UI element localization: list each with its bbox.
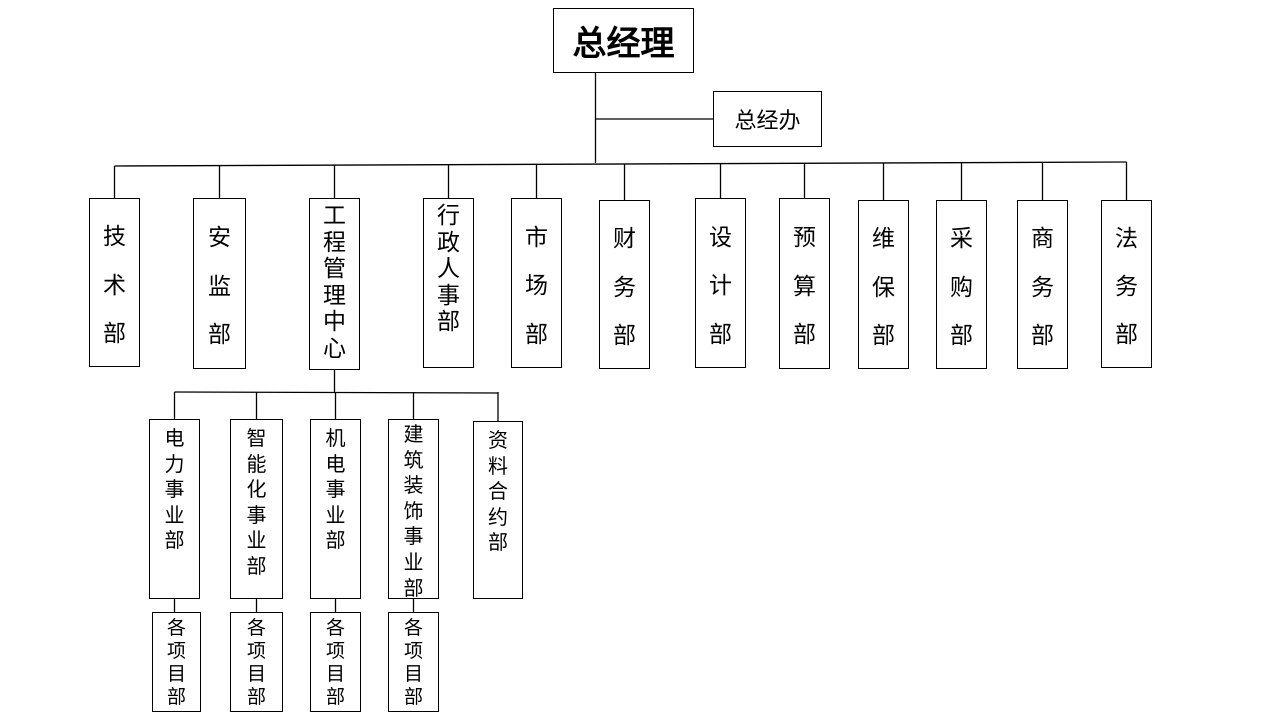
unit-box-power-label: 电力事业部: [164, 426, 185, 552]
department-box-market: 市场部: [511, 198, 562, 368]
department-box-purchasing-label: 采购部: [950, 226, 973, 349]
department-box-admin-hr-label: 行政人事部: [437, 203, 460, 335]
connector-department-bus: [114, 161, 1127, 167]
department-box-market-label: 市场部: [525, 224, 548, 348]
project-box-power-label: 各项目部: [166, 617, 186, 708]
department-box-legal: 法务部: [1101, 200, 1152, 368]
department-box-finance: 财务部: [599, 200, 650, 369]
root-box-general-manager-label: 总经理: [572, 24, 675, 64]
unit-box-electromechanical: 机电事业部: [310, 419, 361, 599]
department-box-maintenance: 维保部: [858, 200, 909, 369]
unit-box-decoration: 建筑装饰事业部: [388, 419, 439, 600]
department-box-finance-label: 财务部: [613, 226, 636, 349]
unit-box-intelligent-label: 智能化事业部: [246, 426, 267, 578]
office-box-gm-office-label: 总经办: [734, 109, 801, 134]
department-box-engineering-label: 工程管理中心: [323, 203, 346, 362]
department-box-tech: 技术部: [89, 198, 140, 367]
department-box-maintenance-label: 维保部: [872, 226, 895, 349]
unit-box-electromechanical-label: 机电事业部: [325, 426, 346, 552]
department-box-purchasing: 采购部: [936, 200, 987, 369]
unit-box-documents-label: 资料合约部: [488, 428, 508, 554]
project-box-power: 各项目部: [152, 612, 201, 712]
department-box-business: 商务部: [1017, 200, 1068, 369]
unit-box-power: 电力事业部: [149, 419, 200, 599]
office-box-gm-office: 总经办: [713, 91, 822, 147]
project-box-electromechanical: 各项目部: [310, 612, 361, 712]
department-box-tech-label: 技术部: [103, 224, 126, 347]
unit-box-intelligent: 智能化事业部: [230, 419, 283, 599]
project-box-decoration: 各项目部: [388, 612, 439, 712]
department-box-safety-label: 安监部: [208, 224, 231, 349]
department-box-admin-hr: 行政人事部: [423, 198, 474, 368]
unit-box-documents: 资料合约部: [473, 421, 523, 599]
department-box-budget: 预算部: [779, 198, 830, 369]
department-box-legal-label: 法务部: [1115, 226, 1138, 348]
department-box-design: 设计部: [695, 198, 746, 368]
department-box-safety: 安监部: [193, 198, 246, 369]
root-box-general-manager: 总经理: [553, 8, 694, 73]
department-box-business-label: 商务部: [1031, 226, 1054, 349]
department-box-budget-label: 预算部: [793, 224, 816, 349]
department-box-engineering: 工程管理中心: [309, 198, 360, 370]
unit-box-decoration-label: 建筑装饰事业部: [403, 422, 424, 600]
project-box-intelligent-label: 各项目部: [246, 617, 266, 708]
project-box-intelligent: 各项目部: [230, 612, 283, 712]
project-box-electromechanical-label: 各项目部: [325, 617, 345, 708]
connector-unit-bus: [174, 391, 499, 394]
department-box-design-label: 设计部: [709, 224, 732, 348]
project-box-decoration-label: 各项目部: [403, 617, 423, 708]
